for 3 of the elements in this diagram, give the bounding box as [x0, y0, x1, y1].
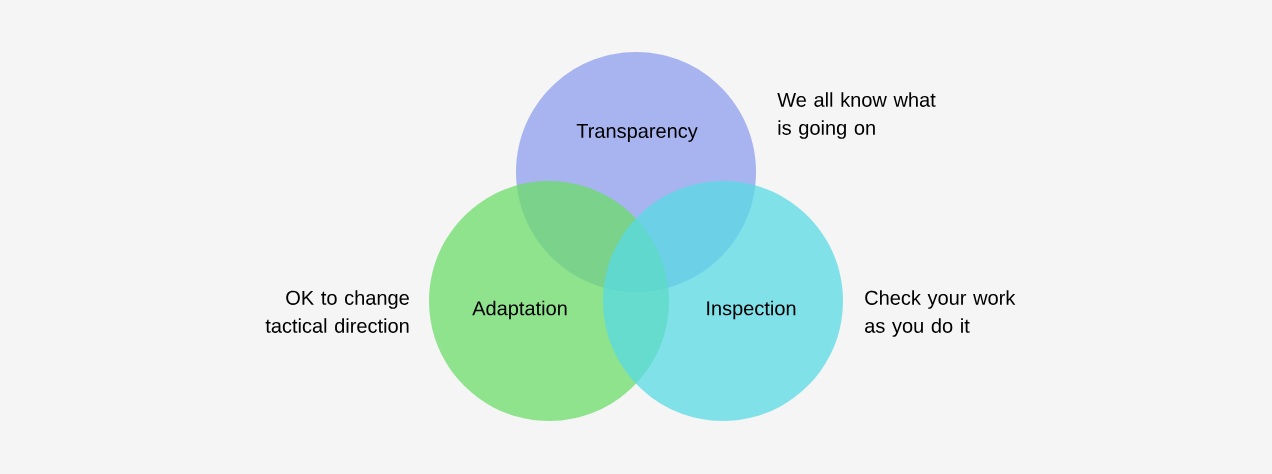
annotation: Check your work as you do it	[865, 290, 1016, 337]
annotation: OK to change tactical direction	[265, 290, 409, 333]
annotation: We all know what is going on	[777, 92, 936, 139]
